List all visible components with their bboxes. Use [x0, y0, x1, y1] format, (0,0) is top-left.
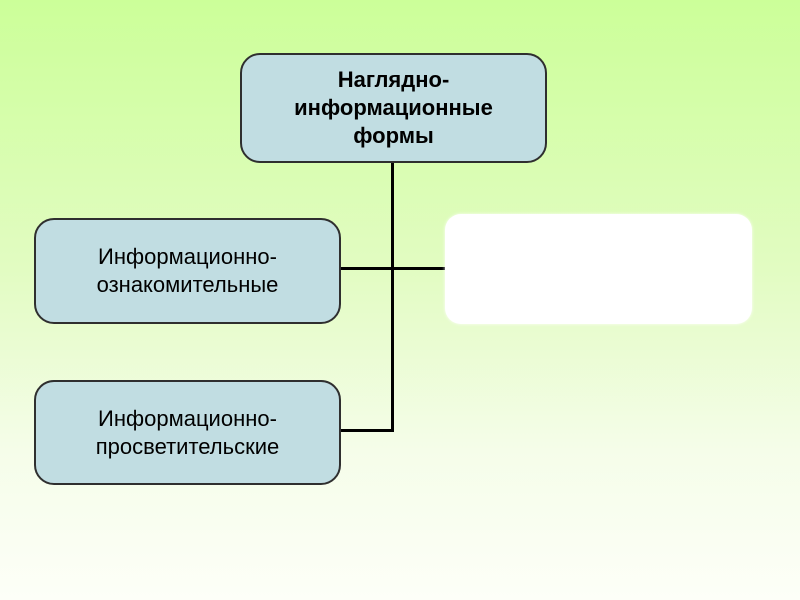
diagram-node-informational-introductory-label: Информационно- ознакомительные	[96, 244, 279, 297]
diagram-node-informational-introductory: Информационно- ознакомительные	[34, 218, 341, 324]
connector-vertical-stem	[391, 162, 394, 432]
diagram-node-root-label: Наглядно- информационные формы	[294, 67, 493, 148]
diagram-node-informational-educational: Информационно- просветительские	[34, 380, 341, 485]
connector-branch-to-placeholder	[341, 267, 445, 270]
empty-placeholder-box	[445, 214, 752, 324]
diagram-node-informational-educational-label: Информационно- просветительские	[95, 405, 280, 459]
connector-branch-to-child2	[341, 429, 394, 432]
diagram-node-root: Наглядно- информационные формы	[240, 53, 547, 163]
